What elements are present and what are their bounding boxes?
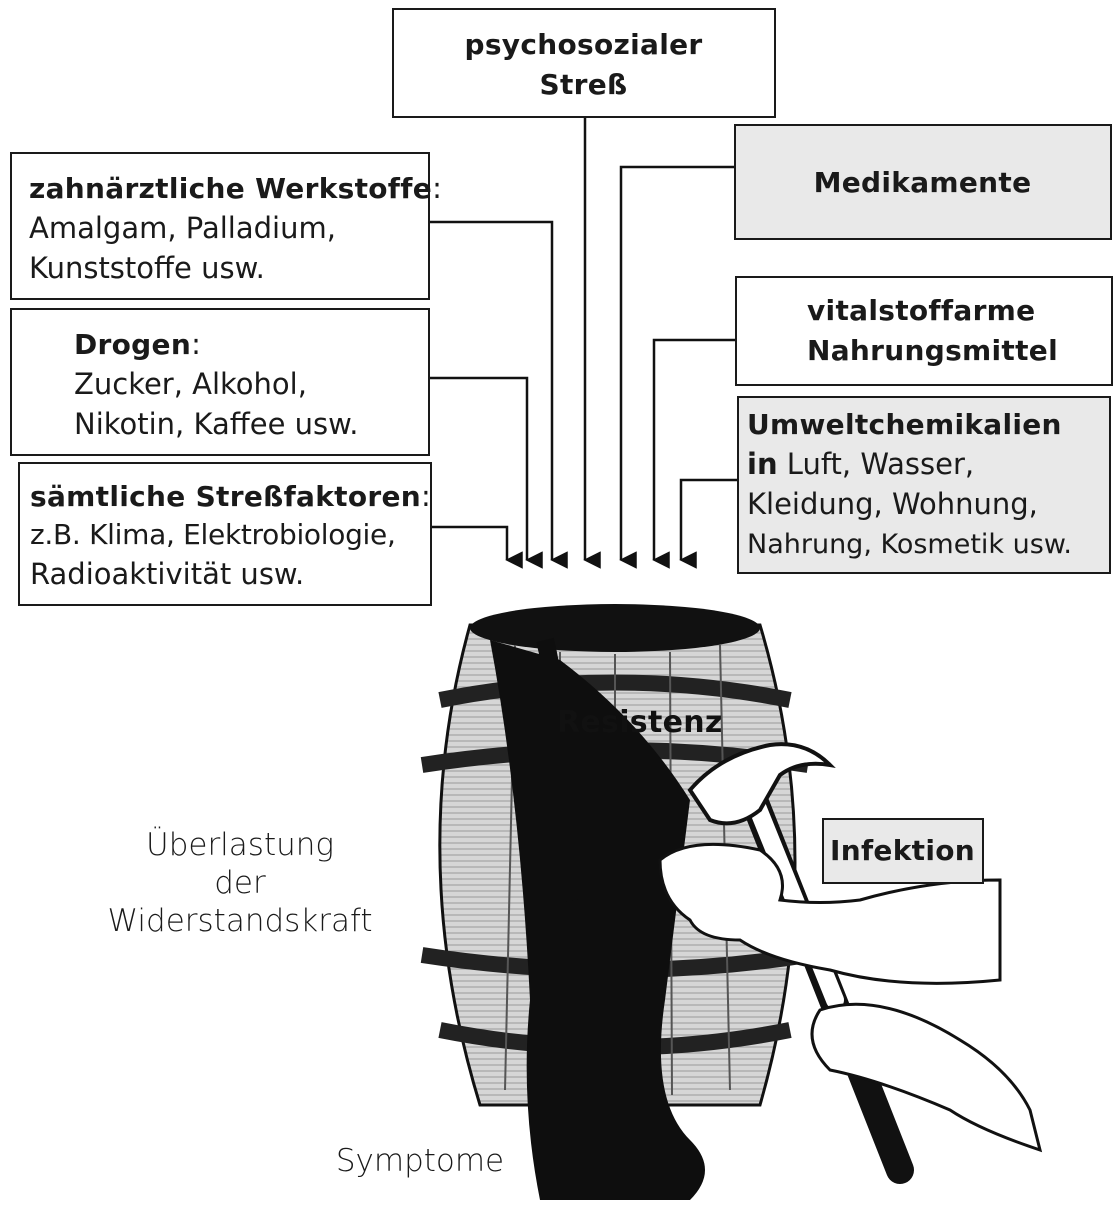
box-zahnaerztliche-werkstoffe: zahnärztliche Werkstoffe: Amalgam, Palla…	[10, 152, 430, 300]
arrow-drogen	[430, 378, 527, 560]
umwelt-title: Umweltchemikalien	[747, 404, 1062, 445]
arrow-stressfaktoren	[432, 527, 507, 560]
box-drogen: Drogen: Zucker, Alkohol, Nikotin, Kaffee…	[10, 308, 430, 456]
drogen-title: Drogen	[74, 328, 191, 361]
arrow-werkstoffe	[430, 222, 552, 560]
drogen-colon: :	[191, 327, 201, 361]
box-vitalstoffarme-nahrungsmittel: vitalstoffarme Nahrungsmittel	[735, 276, 1113, 386]
box-stressfaktoren: sämtliche Streßfaktoren: z.B. Klima, Ele…	[18, 462, 432, 606]
umwelt-line3: Kleidung, Wohnung,	[747, 484, 1038, 525]
ueberlastung-line2: der	[100, 864, 380, 902]
arrow-umweltchemikalien	[681, 480, 737, 560]
box-umweltchemikalien: Umweltchemikalien in Luft, Wasser, Kleid…	[737, 396, 1111, 574]
werkstoffe-line2: Amalgam, Palladium,	[29, 208, 336, 249]
box-medikamente: Medikamente	[734, 124, 1112, 240]
resistenz-label: Resistenz	[557, 702, 723, 743]
box-psychosozialer-stress: psychosozialer Streß	[392, 8, 776, 118]
symptome-label: Symptome	[330, 1142, 510, 1180]
drogen-line3: Nikotin, Kaffee usw.	[74, 404, 358, 445]
stressfaktoren-line2: z.B. Klima, Elektrobiologie,	[30, 514, 396, 555]
ueberlastung-line3: Widerstandskraft	[100, 902, 380, 940]
werkstoffe-colon: :	[432, 171, 442, 205]
werkstoffe-title: zahnärztliche Werkstoffe	[29, 172, 432, 205]
stressfaktoren-colon: :	[421, 479, 431, 513]
umwelt-in: in	[747, 447, 778, 481]
box-infektion: Infektion	[822, 818, 984, 884]
stress-line1: psychosozialer	[394, 24, 773, 65]
stressfaktoren-line3: Radioaktivität usw.	[30, 554, 304, 595]
nahrungsmittel-line2: Nahrungsmittel	[807, 330, 1058, 371]
arrow-nahrungsmittel	[654, 340, 735, 560]
connector-lines	[430, 118, 737, 560]
ueberlastung-line1: Überlastung	[100, 826, 380, 864]
infektion-label: Infektion	[824, 830, 981, 871]
nahrungsmittel-line1: vitalstoffarme	[807, 290, 1035, 331]
arrow-medikamente	[621, 167, 734, 560]
stress-line2: Streß	[394, 64, 773, 105]
medikamente-title: Medikamente	[736, 162, 1109, 203]
umwelt-line4: Nahrung, Kosmetik usw.	[747, 524, 1072, 565]
ueberlastung-label: Überlastung der Widerstandskraft	[100, 826, 380, 940]
umwelt-line2: Luft, Wasser,	[778, 447, 975, 481]
werkstoffe-line3: Kunststoffe usw.	[29, 248, 265, 289]
drogen-line2: Zucker, Alkohol,	[74, 364, 307, 405]
stressfaktoren-title: sämtliche Streßfaktoren	[30, 480, 421, 513]
